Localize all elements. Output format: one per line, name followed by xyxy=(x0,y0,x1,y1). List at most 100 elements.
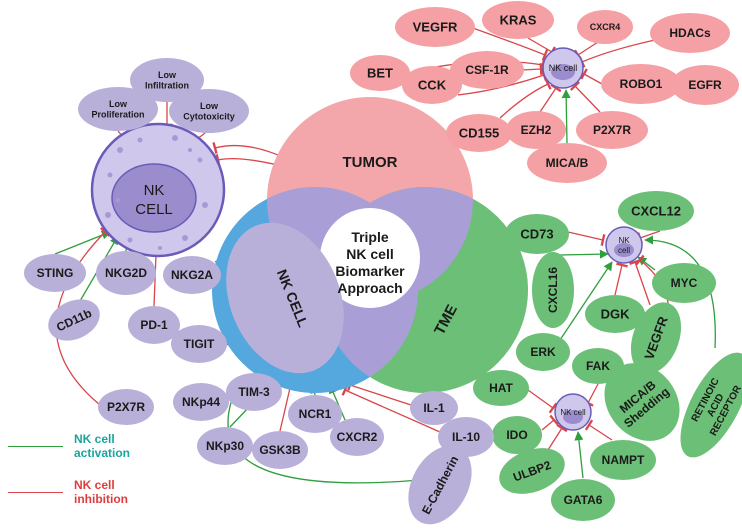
svg-text:NKG2D: NKG2D xyxy=(105,266,147,280)
svg-text:EZH2: EZH2 xyxy=(521,123,552,137)
center-line-2: NK cell xyxy=(346,246,393,262)
tme-node-cxcl12: CXCL12 xyxy=(618,191,694,231)
tme-nk-cell-line-2: cell xyxy=(618,246,630,255)
svg-text:FAK: FAK xyxy=(586,359,610,373)
center-line-4: Approach xyxy=(337,280,402,296)
svg-text:ERK: ERK xyxy=(530,345,556,359)
cd155-inhibition-line xyxy=(499,78,552,119)
nk-node-sting: STING xyxy=(24,254,86,292)
svg-text:P2X7R: P2X7R xyxy=(593,123,631,137)
svg-text:CXCR4: CXCR4 xyxy=(590,22,621,32)
erk-activation-line xyxy=(559,261,613,341)
vegfr-inhibition-line-2 xyxy=(629,258,651,306)
cell-granules-icon xyxy=(105,135,208,250)
fak-inhibition-line xyxy=(582,383,599,407)
tumor-node-p2x7r: P2X7R xyxy=(576,111,648,149)
ulbp2-inhibition-line xyxy=(547,423,568,451)
pd1-inhibition-line xyxy=(150,253,162,307)
svg-text:NKp44: NKp44 xyxy=(182,395,220,409)
ido-inhibition-line xyxy=(541,414,559,431)
svg-text:CSF-1R: CSF-1R xyxy=(465,63,509,77)
il1-inhibition-line xyxy=(347,379,412,406)
ezh2-inhibition-line xyxy=(539,83,562,113)
csf1r-inhibition-line xyxy=(521,63,543,75)
svg-text:EGFR: EGFR xyxy=(688,78,722,92)
tumor-nk-cell: NK cell xyxy=(542,47,584,89)
nk-node-pd-1: PD-1 xyxy=(128,306,180,344)
center-line-3: Biomarker xyxy=(335,263,405,279)
tumor-node-cxcr4: CXCR4 xyxy=(577,10,633,44)
micab-activation-line xyxy=(561,89,571,144)
tumor-node-robo1: ROBO1 xyxy=(601,64,681,104)
cxcr4-inhibition-line xyxy=(573,41,599,61)
nk-node-nkp30: NKp30 xyxy=(197,427,253,465)
nk-node-il-1: IL-1 xyxy=(410,391,458,425)
svg-text:CD73: CD73 xyxy=(520,227,553,242)
svg-text:GATA6: GATA6 xyxy=(564,493,603,507)
center-line-1: Triple xyxy=(351,229,389,245)
tme-node-myc: MYC xyxy=(652,263,716,303)
activation-legend-line xyxy=(8,446,63,447)
svg-text:CXCL12: CXCL12 xyxy=(631,204,681,219)
nk-node-gsk3b: GSK3B xyxy=(252,431,308,469)
svg-text:TIM-3: TIM-3 xyxy=(238,385,270,399)
cxcl12-inhibition-line xyxy=(636,230,661,244)
svg-text:VEGFR: VEGFR xyxy=(413,20,458,35)
il10-inhibition-line xyxy=(341,384,441,433)
svg-text:TIGIT: TIGIT xyxy=(184,337,215,351)
svg-text:IDO: IDO xyxy=(506,428,527,442)
tumor-inhibition-line xyxy=(212,142,286,159)
svg-text:BET: BET xyxy=(367,66,393,81)
svg-text:KRAS: KRAS xyxy=(500,13,537,28)
venn-center-text: Triple NK cell Biomarker Approach xyxy=(335,229,405,296)
tme-node-ulbp2: ULBP2 xyxy=(499,448,565,494)
tme-node-ido: IDO xyxy=(492,416,542,454)
svg-text:CD155: CD155 xyxy=(459,126,499,141)
ecadherin-activation-line xyxy=(227,379,421,484)
hdacs-inhibition-line xyxy=(578,39,656,68)
svg-text:NKp30: NKp30 xyxy=(206,439,244,453)
activation-legend-label: NK cell activation xyxy=(74,432,131,460)
svg-text:ROBO1: ROBO1 xyxy=(620,77,663,91)
svg-text:NAMPT: NAMPT xyxy=(602,453,645,467)
mica-node: MICA/BShedding xyxy=(604,363,680,441)
nk-node-cd11b: CD11b xyxy=(48,299,100,341)
tumor-node-bet: BET xyxy=(350,55,410,91)
tme-node-gata6: GATA6 xyxy=(551,479,615,521)
svg-text:IL-10: IL-10 xyxy=(452,430,480,444)
tme-node-vegfr: VEGFR xyxy=(630,302,682,374)
tme-node-hat: HAT xyxy=(473,370,529,406)
svg-text:MICA/B: MICA/B xyxy=(546,156,589,170)
svg-text:CXCR2: CXCR2 xyxy=(337,430,378,444)
tumor-node-cd155: CD155 xyxy=(446,114,512,152)
big-cell-line-2: CELL xyxy=(135,201,173,218)
venn-center xyxy=(320,208,420,308)
vegfr-inhibition-line xyxy=(469,26,549,61)
tme-nk-cell: NK cell xyxy=(605,226,643,264)
tme-node-dgk: DGK xyxy=(585,295,645,333)
lower-nk-cell-label: NK cell xyxy=(560,408,586,417)
nampt-inhibition-line xyxy=(584,419,613,441)
nk-node-nkg2a: NKG2A xyxy=(163,256,221,294)
svg-text:PD-1: PD-1 xyxy=(140,318,168,332)
tumor-nk-cell-label: NK cell xyxy=(549,63,578,73)
inhibition-legend-line xyxy=(8,492,63,493)
tumor-node-cck: CCK xyxy=(402,66,462,104)
svg-text:IL-1: IL-1 xyxy=(423,401,445,415)
kras-inhibition-line xyxy=(527,37,556,58)
nk-node-cxcr2: CXCR2 xyxy=(330,418,384,456)
tumor-node-egfr: EGFR xyxy=(671,65,739,105)
inhibition-legend-label: NK cell inhibition xyxy=(74,478,128,506)
svg-text:DGK: DGK xyxy=(601,307,631,322)
venn-tumor-label: TUMOR xyxy=(343,154,398,171)
lower-nk-cell: NK cell xyxy=(554,393,592,431)
tme-node-cxcl16: CXCL16 xyxy=(532,252,574,328)
nk-cell-oval xyxy=(226,222,344,374)
